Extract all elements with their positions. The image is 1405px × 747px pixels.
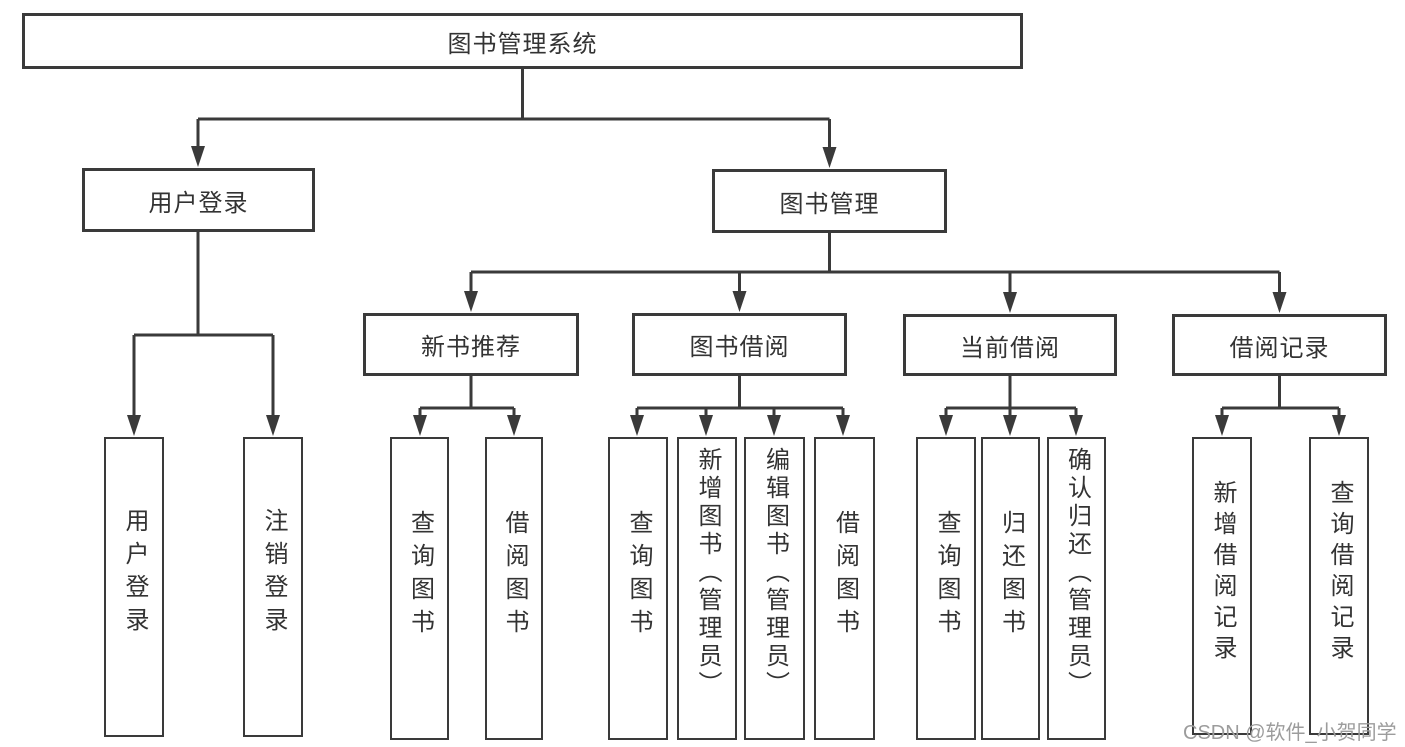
node-current-borrow: 当前借阅 — [903, 314, 1117, 376]
leaf-records-query-record: 查询借阅记录 — [1309, 437, 1369, 735]
leaf-borrow-query-books: 查询图书 — [608, 437, 668, 740]
leaf-current-query-books: 查询图书 — [916, 437, 976, 740]
leaf-borrow-edit-books-admin: 编辑图书（管理员） — [744, 437, 805, 740]
leaf-user-login: 用户登录 — [104, 437, 164, 737]
leaf-borrow-borrow-books: 借阅图书 — [814, 437, 875, 740]
leaf-borrow-add-books-admin: 新增图书（管理员） — [677, 437, 737, 740]
leaf-recommend-borrow-books: 借阅图书 — [485, 437, 543, 740]
node-borrow-records: 借阅记录 — [1172, 314, 1387, 376]
leaf-recommend-query-books: 查询图书 — [390, 437, 449, 740]
node-book-management: 图书管理 — [712, 169, 947, 233]
leaf-current-return-books: 归还图书 — [981, 437, 1040, 740]
node-root: 图书管理系统 — [22, 13, 1023, 69]
node-book-borrow: 图书借阅 — [632, 313, 847, 376]
leaf-records-add-record: 新增借阅记录 — [1192, 437, 1252, 735]
leaf-current-confirm-return-admin: 确认归还（管理员） — [1047, 437, 1106, 740]
node-new-book-recommend: 新书推荐 — [363, 313, 579, 376]
leaf-logout: 注销登录 — [243, 437, 303, 737]
node-user-login: 用户登录 — [82, 168, 315, 232]
csdn-watermark: CSDN @软件_小贺同学 — [1183, 722, 1397, 744]
